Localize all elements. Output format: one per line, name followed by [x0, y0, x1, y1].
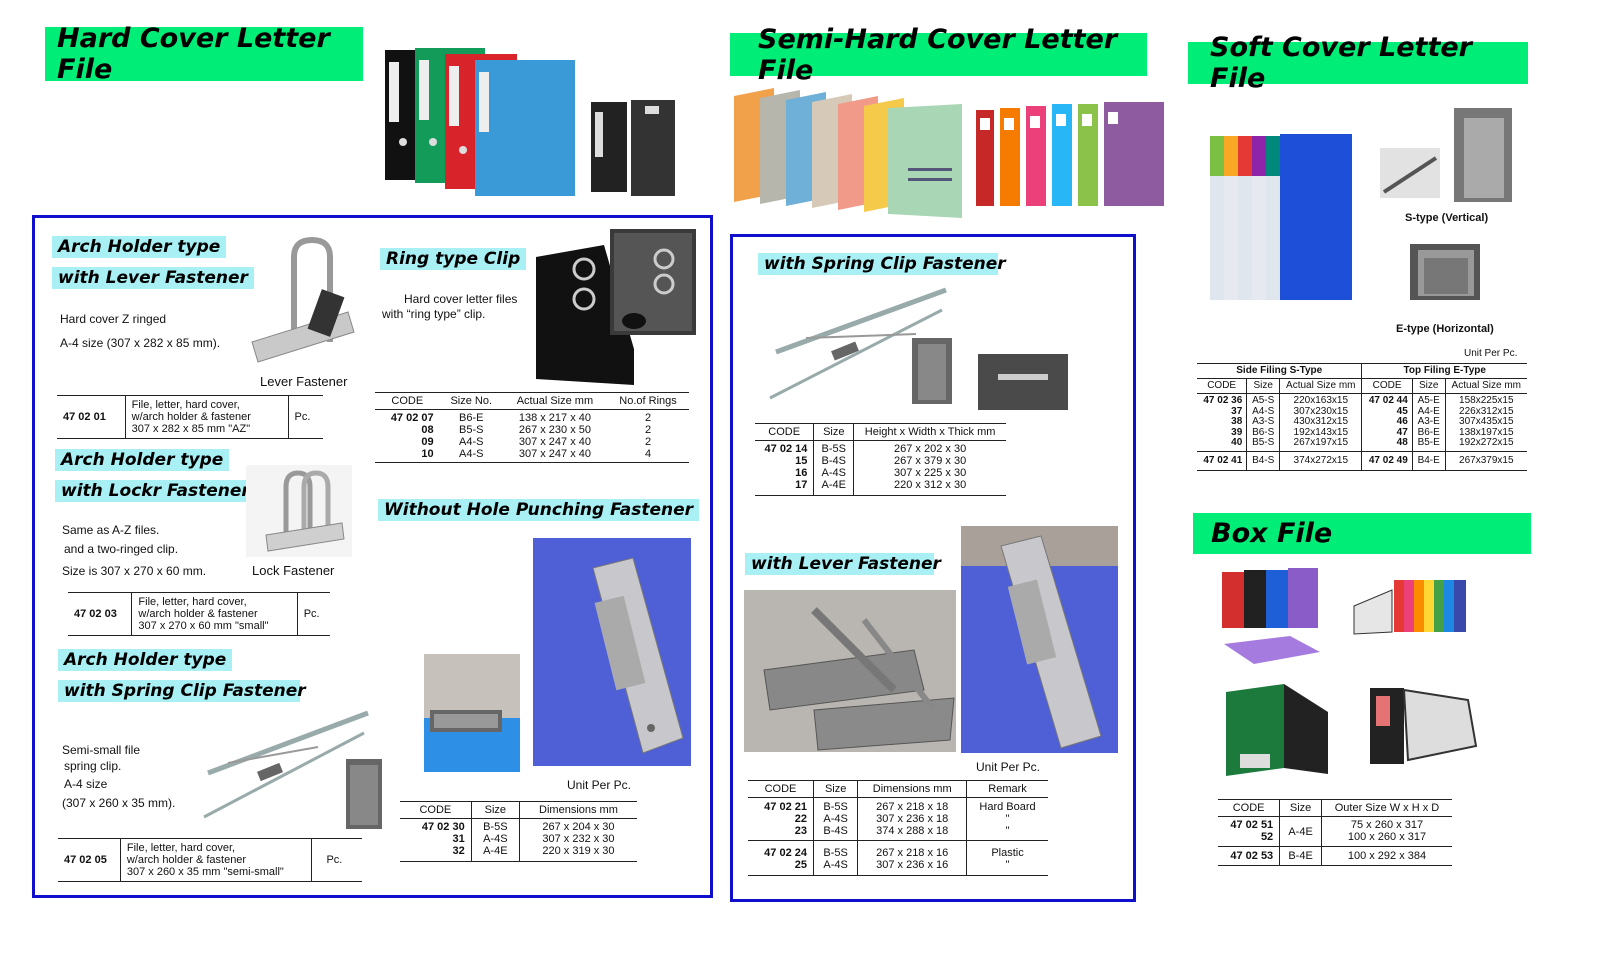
- soft-unit-note: Unit Per Pc.: [1464, 348, 1518, 359]
- lever-title-line1: Arch Holder type: [52, 236, 227, 258]
- lever-code: 47 02 01: [57, 395, 126, 439]
- spring-title-line2: with Spring Clip Fastener: [58, 680, 306, 702]
- lockr-desc-2: and a two-ringed clip.: [64, 542, 179, 556]
- box-file-rainbow-photo: [1352, 576, 1474, 636]
- nohole-title: Without Hole Punching Fastener: [378, 499, 699, 521]
- box-file-black-photo: [1368, 682, 1480, 766]
- nohole-fastener-photo: [533, 538, 691, 766]
- box-file-table: CODE Size Outer Size W x H x D 47 02 51 …: [1218, 799, 1452, 866]
- s-type-caption: S-type (Vertical): [1405, 212, 1489, 224]
- semi-hard-files-photo: [732, 84, 1168, 219]
- nohole-table: CODE Size Dimensions mm 47 02 30 31 32 B…: [400, 801, 637, 862]
- e-type-caption: E-type (Horizontal): [1396, 323, 1494, 335]
- box-file-green-photo: [1224, 682, 1334, 778]
- semi-spring-clip-photo: [766, 282, 1072, 412]
- lockr-code: 47 02 03: [68, 592, 132, 636]
- spring-clip-photo: [198, 705, 388, 830]
- lever-desc-1: Hard cover Z ringed: [60, 312, 167, 326]
- lever-fastener-photo: [244, 232, 359, 372]
- spring-desc-1: Semi-small file: [62, 743, 141, 757]
- header-semi-hard-cover: Semi-Hard Cover Letter File: [730, 24, 1147, 86]
- e-type-photo: [1408, 236, 1486, 304]
- nohole-closeup-photo: [424, 654, 520, 772]
- hard-cover-files-photo: [383, 42, 683, 212]
- header-hard-cover: Hard Cover Letter File: [45, 23, 363, 85]
- soft-cover-files-photo: [1208, 130, 1354, 302]
- spring-code: 47 02 05: [58, 838, 121, 882]
- header-box-file: Box File: [1193, 513, 1531, 554]
- lockr-desc-3: Size is 307 x 270 x 60 mm.: [62, 564, 207, 578]
- spring-desc-2: spring clip.: [64, 759, 122, 773]
- semi-lever-title: with Lever Fastener: [745, 553, 941, 575]
- soft-cover-table: Side Filing S-Type Top Filing E-Type COD…: [1197, 363, 1527, 471]
- lever-table: 47 02 01 File, letter, hard cover, w/arc…: [57, 395, 323, 439]
- semi-lever-table: CODE Size Dimensions mm Remark 47 02 21 …: [748, 780, 1048, 876]
- spring-table: 47 02 05 File, letter, hard cover, w/arc…: [58, 838, 362, 882]
- nohole-unit-note: Unit Per Pc.: [567, 778, 632, 792]
- lever-fastener-caption: Lever Fastener: [260, 374, 348, 389]
- lockr-desc-1: Same as A-Z files.: [62, 523, 160, 537]
- s-type-photo: [1380, 104, 1514, 212]
- lockr-title-line1: Arch Holder type: [55, 449, 230, 471]
- lockr-table: 47 02 03 File, letter, hard cover, w/arc…: [68, 592, 330, 636]
- lever-title-line2: with Lever Fastener: [52, 267, 254, 289]
- semi-spring-table: CODE Size Height x Width x Thick mm 47 0…: [755, 423, 1006, 496]
- spring-desc-3: A-4 size: [64, 777, 108, 791]
- semi-hard-panel: [730, 234, 1136, 902]
- ring-desc-1: Hard cover letter files: [404, 292, 518, 306]
- ring-table: CODE Size No. Actual Size mm No.of Rings…: [375, 392, 689, 463]
- semi-spring-title: with Spring Clip Fastener: [758, 253, 1006, 275]
- lock-fastener-caption: Lock Fastener: [252, 563, 335, 578]
- semi-lever-closeup-photo: [961, 526, 1118, 753]
- semi-lever-unit-note: Unit Per Pc.: [976, 760, 1041, 774]
- ring-desc-2: with “ring type” clip.: [382, 307, 486, 321]
- header-soft-cover: Soft Cover Letter File: [1188, 32, 1528, 94]
- lock-fastener-photo: [246, 465, 352, 557]
- spring-desc-4: (307 x 260 x 35 mm).: [62, 796, 176, 810]
- ring-title: Ring type Clip: [380, 248, 527, 270]
- semi-lever-fastener-photo: [744, 590, 956, 752]
- ring-binder-photo: [534, 229, 698, 387]
- lever-desc-2: A-4 size (307 x 282 x 85 mm).: [60, 336, 221, 350]
- lockr-title-line2: with Lockr Fastener: [55, 480, 256, 502]
- hard-cover-panel: [32, 215, 713, 898]
- box-file-colored-photo: [1220, 566, 1324, 666]
- spring-title-line1: Arch Holder type: [58, 649, 233, 671]
